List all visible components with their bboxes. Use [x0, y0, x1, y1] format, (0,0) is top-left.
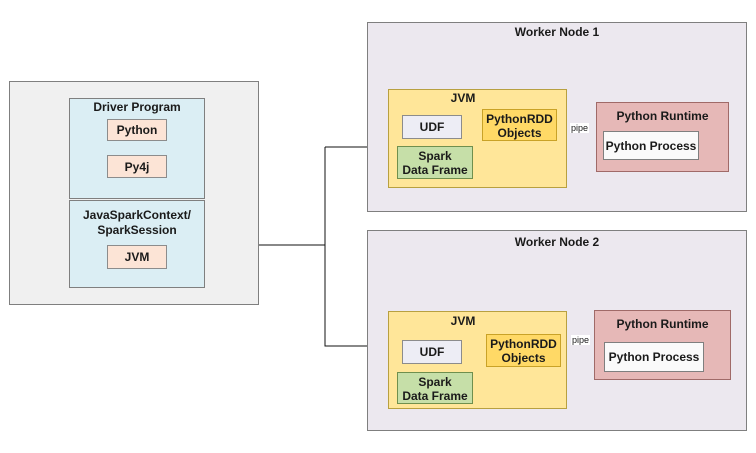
worker-1-pythonrdd-box: PythonRDD Objects [482, 109, 557, 141]
worker-1-udf-box: UDF [402, 115, 462, 139]
worker-1-pipe-label: pipe [570, 123, 590, 133]
worker-2-runtime-label: Python Runtime [616, 317, 709, 331]
worker-2-pythonrdd-box: PythonRDD Objects [486, 334, 561, 367]
worker-1-dataframe-line2: Data Frame [402, 163, 468, 177]
worker-2-dataframe-line1: Spark [418, 375, 452, 389]
spark-context-label-line2: SparkSession [97, 223, 177, 237]
worker-1-dataframe-box: Spark Data Frame [397, 146, 473, 179]
worker-2-pythonrdd-line1: PythonRDD [490, 337, 557, 351]
spark-context-label-line1: JavaSparkContext/ [82, 208, 192, 222]
worker-1-python-process-box: Python Process [603, 131, 699, 160]
worker-1-runtime-label: Python Runtime [616, 109, 709, 123]
python-box: Python [107, 119, 167, 141]
worker-2-dataframe-box: Spark Data Frame [397, 372, 473, 404]
driver-program-label: Driver Program [93, 100, 181, 114]
worker-2-pipe-label: pipe [571, 335, 591, 345]
worker-1-pythonrdd-line1: PythonRDD [486, 112, 553, 126]
spark-context-section [69, 200, 205, 288]
py4j-box: Py4j [107, 155, 167, 178]
worker-2-python-process-box: Python Process [604, 342, 704, 372]
worker-2-jvm-label: JVM [450, 314, 476, 328]
worker-2-dataframe-line2: Data Frame [402, 389, 468, 403]
worker-1-pythonrdd-line2: Objects [497, 126, 542, 140]
worker-1-dataframe-line1: Spark [418, 149, 452, 163]
worker-node-1-title: Worker Node 1 [514, 25, 600, 39]
worker-1-jvm-label: JVM [450, 91, 476, 105]
worker-2-udf-box: UDF [402, 340, 462, 364]
driver-jvm-box: JVM [107, 245, 167, 269]
driver-program-section [69, 98, 205, 199]
worker-2-pythonrdd-line2: Objects [501, 351, 546, 365]
worker-node-2-title: Worker Node 2 [514, 235, 600, 249]
